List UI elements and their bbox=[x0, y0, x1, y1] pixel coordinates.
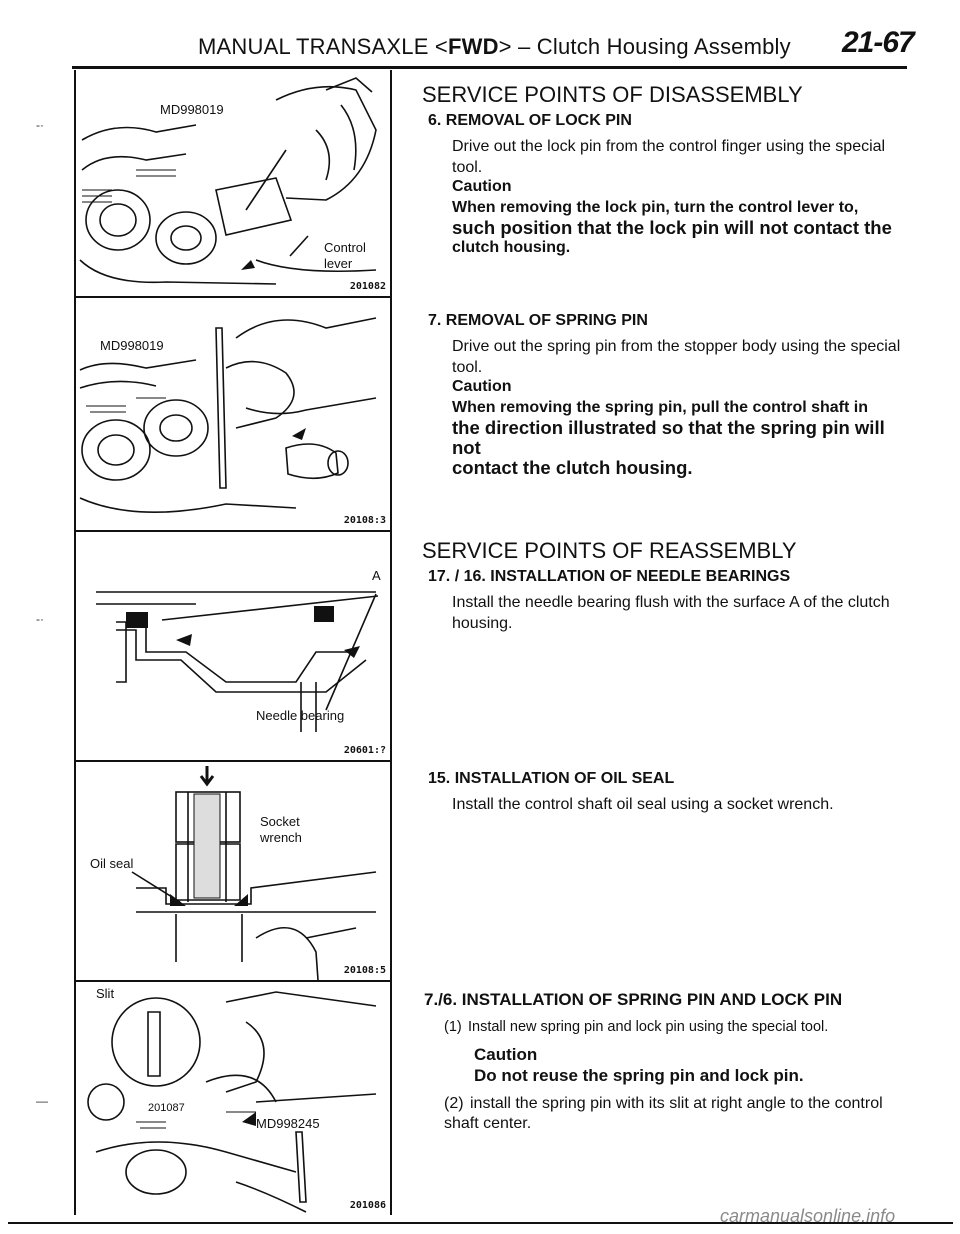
title-suffix: > – Clutch Housing Assembly bbox=[498, 34, 791, 59]
step-7-6-item-2: (2)install the spring pin with its slit … bbox=[444, 1094, 914, 1134]
margin-mark: -· bbox=[36, 118, 44, 132]
disassembly-heading: SERVICE POINTS OF DISASSEMBLY bbox=[422, 82, 803, 107]
page-number: 21-67 bbox=[842, 26, 915, 59]
item-text: Install new spring pin and lock pin usin… bbox=[468, 1019, 829, 1035]
reassembly-heading: SERVICE POINTS OF REASSEMBLY bbox=[422, 538, 797, 563]
figure-label: Control bbox=[324, 240, 366, 255]
figure-label: Oil seal bbox=[90, 856, 134, 871]
caution-line: the direction illustrated so that the sp… bbox=[452, 417, 885, 458]
figure-label: Slit bbox=[96, 986, 115, 1001]
margin-mark: — bbox=[36, 1094, 48, 1108]
step-7-6-title: 7./6. INSTALLATION OF SPRING PIN AND LOC… bbox=[424, 990, 843, 1009]
item-number: (2) bbox=[444, 1095, 464, 1112]
step-7-6-caution-text: Do not reuse the spring pin and lock pin… bbox=[474, 1066, 804, 1085]
title-bold: FWD bbox=[447, 34, 499, 59]
figure-code: 20108:3 bbox=[343, 515, 386, 526]
step-6-body: Drive out the lock pin from the control … bbox=[452, 138, 886, 176]
figure-code: 201082 bbox=[349, 281, 386, 292]
step-7-6-item-1: (1) Install new spring pin and lock pin u… bbox=[444, 1018, 914, 1037]
figure-label: wrench bbox=[260, 830, 302, 845]
lock-pin-removal-illustration bbox=[79, 77, 377, 285]
figure-spring-pin-install: Slit 201087 MD998245 201086 bbox=[76, 982, 390, 1215]
step-7-caution-label: Caution bbox=[452, 378, 512, 395]
figure-label: lever bbox=[324, 256, 353, 271]
step-7-title: 7. REMOVAL OF SPRING PIN bbox=[428, 312, 648, 329]
caution-line: such position that the lock pin will not… bbox=[452, 217, 892, 238]
caution-line: When removing the lock pin, turn the con… bbox=[452, 199, 859, 216]
figure-label: MD998019 bbox=[160, 102, 224, 117]
watermark: carmanualsonline.info bbox=[720, 1206, 896, 1226]
needle-bearing-illustration bbox=[96, 591, 379, 732]
step-15-body: Install the control shaft oil seal using… bbox=[452, 796, 834, 813]
item-number: (1) bbox=[444, 1019, 462, 1035]
figure-label: 201087 bbox=[148, 1102, 185, 1114]
page-title: MANUAL TRANSAXLE <FWD> – Clutch Housing … bbox=[198, 34, 791, 60]
figure-label: A bbox=[372, 568, 381, 583]
footer-rule bbox=[8, 1222, 953, 1224]
figure-label: Socket bbox=[260, 814, 300, 829]
figure-label: MD998019 bbox=[100, 338, 164, 353]
figure-code: 20601:? bbox=[343, 745, 386, 756]
spring-pin-removal-illustration bbox=[79, 317, 377, 513]
step-6-caution-text: When removing the lock pin, turn the con… bbox=[452, 198, 912, 258]
caution-line: When removing the spring pin, pull the c… bbox=[452, 399, 868, 416]
step-7-6-caution-label: Caution bbox=[474, 1045, 538, 1064]
figure-spring-pin-removal: MD998019 20108:3 bbox=[76, 298, 390, 532]
step-6-caution-label: Caution bbox=[452, 178, 512, 195]
figure-code: 201086 bbox=[349, 1200, 386, 1211]
figure-lock-pin-removal: MD998019 Control lever 201082 bbox=[76, 70, 390, 298]
figure-column: MD998019 Control lever 201082 bbox=[74, 70, 392, 1215]
spring-pin-install-illustration bbox=[87, 991, 377, 1213]
header-rule bbox=[72, 66, 907, 69]
title-prefix: MANUAL TRANSAXLE < bbox=[198, 34, 448, 59]
step-17-16-body: Install the needle bearing flush with th… bbox=[452, 594, 890, 632]
step-15-title: 15. INSTALLATION OF OIL SEAL bbox=[428, 770, 675, 787]
margin-mark: -· bbox=[36, 612, 44, 626]
item-text: install the spring pin with its slit at … bbox=[444, 1095, 883, 1132]
page-header: MANUAL TRANSAXLE <FWD> – Clutch Housing … bbox=[0, 0, 960, 66]
caution-line: contact the clutch housing. bbox=[452, 457, 693, 478]
figure-label: MD998245 bbox=[256, 1116, 320, 1131]
figure-oil-seal: Socket wrench Oil seal 20108:5 bbox=[76, 762, 390, 982]
figure-needle-bearing: A Needle bearing 20601:? bbox=[76, 532, 390, 762]
figure-label: Needle bearing bbox=[256, 708, 345, 723]
step-17-16-title: 17. / 16. INSTALLATION OF NEEDLE BEARING… bbox=[428, 568, 791, 585]
oil-seal-illustration bbox=[131, 766, 377, 980]
step-6-title: 6. REMOVAL OF LOCK PIN bbox=[428, 112, 632, 129]
step-7-caution-text: When removing the spring pin, pull the c… bbox=[452, 398, 912, 478]
caution-line: clutch housing. bbox=[452, 239, 571, 256]
figure-code: 20108:5 bbox=[343, 965, 386, 976]
step-7-body: Drive out the spring pin from the stoppe… bbox=[452, 338, 901, 376]
